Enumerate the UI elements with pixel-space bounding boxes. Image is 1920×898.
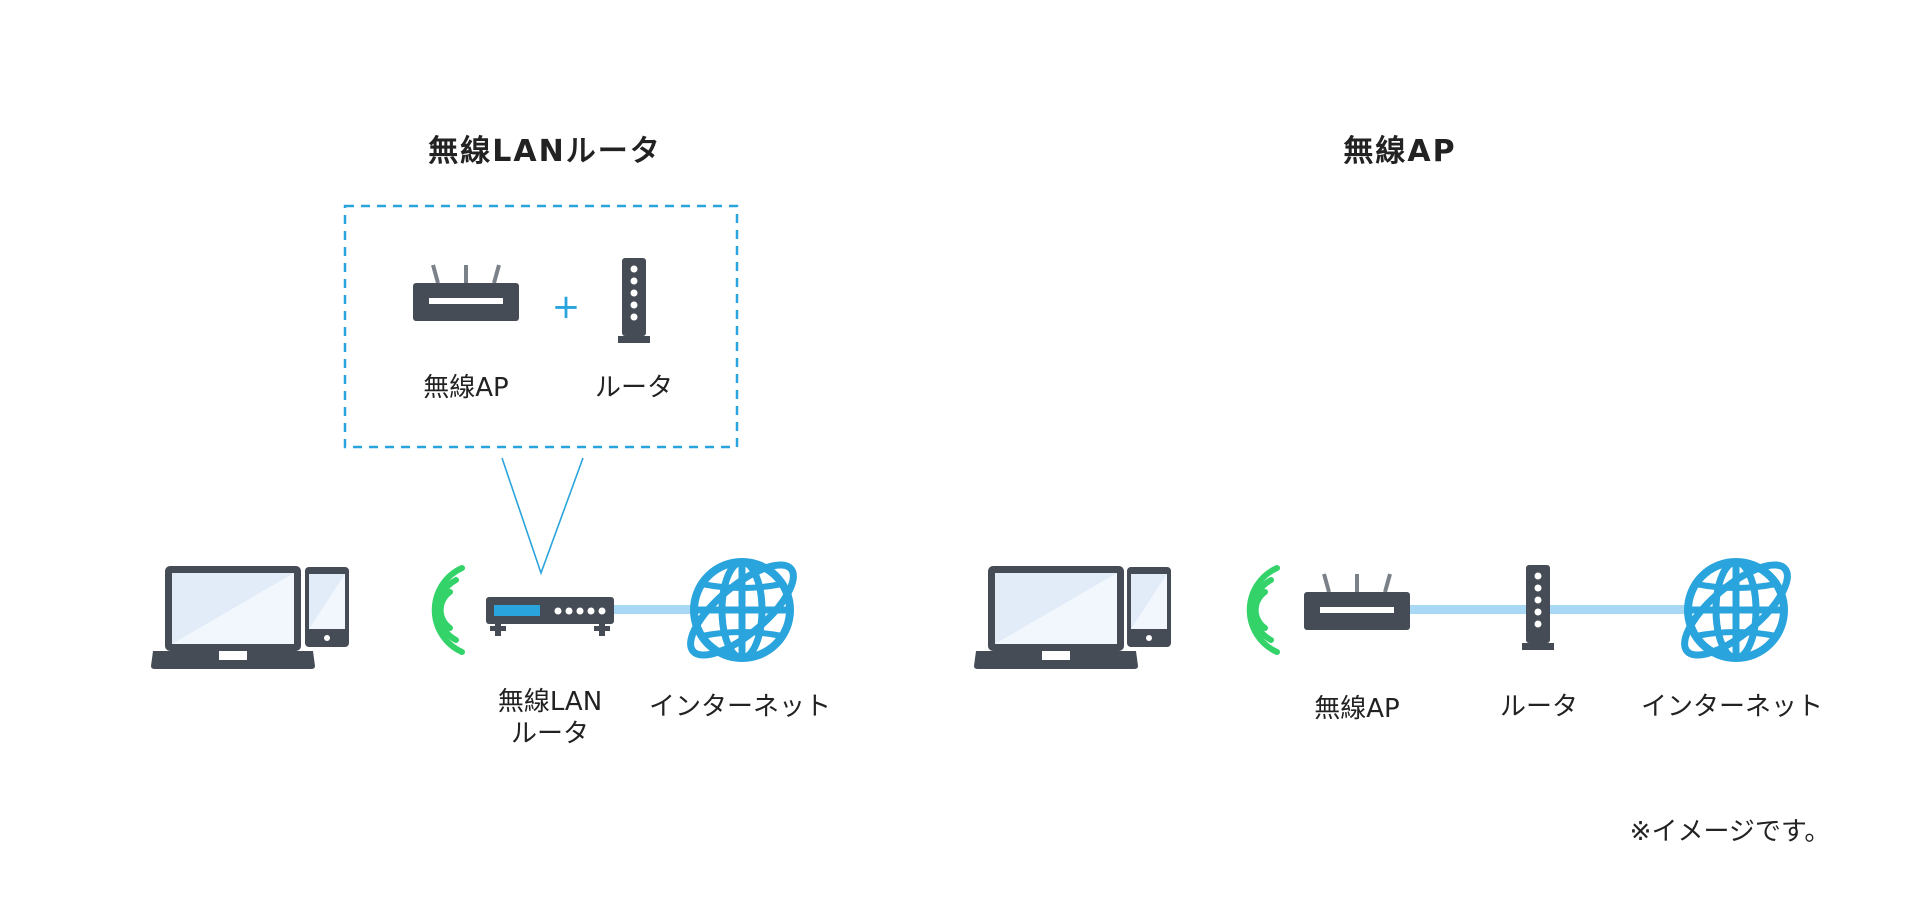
wireless-lan-router-icon [486,597,614,636]
laptop-icon [151,566,315,669]
wireless-ap-icon [1302,572,1412,632]
cable [1548,605,1698,614]
wireless-lan-router-label-line2: ルータ [510,719,589,749]
right-title: 無線AP [1343,134,1457,169]
cable [600,605,700,614]
smartphone-icon [1127,567,1171,647]
image-note: ※イメージです。 [1629,817,1831,847]
internet-globe-icon [678,550,807,669]
cable [1410,605,1528,614]
left-title: 無線LANルータ [428,134,662,169]
plus-sign: + [552,287,581,327]
wifi-signal-icon [435,568,462,652]
internet-globe-icon [1672,550,1801,669]
wireless-ap-icon [411,263,521,323]
wifi-signal-icon [1250,568,1277,652]
router-icon [1522,565,1554,650]
box-ap-label: 無線AP [423,373,509,403]
internet-label: インターネット [1640,692,1823,722]
ap-label: 無線AP [1314,694,1400,724]
composition-box [343,204,739,449]
router-icon [618,258,650,343]
router-label: ルータ [1499,692,1578,722]
wireless-lan-router-label-line1: 無線LAN [497,687,603,717]
box-router-label: ルータ [594,373,673,403]
smartphone-icon [305,567,349,647]
internet-label: インターネット [648,692,831,722]
callout-lines [501,457,584,576]
laptop-icon [974,566,1138,669]
